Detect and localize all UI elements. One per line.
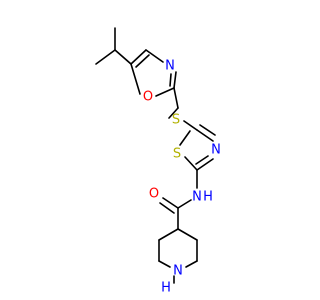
bond xyxy=(177,199,192,209)
bond xyxy=(169,73,172,87)
thiazole-sulfur-label: S xyxy=(173,147,181,162)
atom-labels: O N S S N N H O N H xyxy=(143,59,221,296)
piperidine-nitrogen-label: N xyxy=(173,264,183,279)
bond xyxy=(159,202,175,214)
bond xyxy=(185,260,198,268)
bond xyxy=(155,87,175,97)
oxazole-nitrogen-label: N xyxy=(165,59,175,74)
bond xyxy=(168,107,179,119)
bond xyxy=(196,158,214,171)
bond xyxy=(130,63,141,95)
molecule-structure-diagram: O N S S N N H O N H xyxy=(95,27,221,296)
bond xyxy=(95,49,116,65)
bond xyxy=(114,49,132,65)
bond xyxy=(135,54,150,68)
bonds xyxy=(95,27,216,284)
amide-nitrogen-label: N xyxy=(192,190,202,205)
bond xyxy=(177,228,198,241)
bond xyxy=(130,49,147,65)
bond xyxy=(158,228,179,241)
amide-hydrogen-label: H xyxy=(203,190,213,205)
bond xyxy=(179,130,191,146)
carbonyl-oxygen-label: O xyxy=(149,187,159,202)
bond xyxy=(173,71,177,89)
thioether-sulfur-label: S xyxy=(172,113,180,128)
bond xyxy=(162,197,179,209)
oxazole-oxygen-label: O xyxy=(143,90,153,105)
bond xyxy=(183,120,198,131)
bond xyxy=(145,49,164,63)
bond xyxy=(199,124,216,136)
bond xyxy=(158,260,171,268)
piperidine-hydrogen-label: H xyxy=(161,281,171,296)
thiazole-nitrogen-label: N xyxy=(211,143,221,158)
bond xyxy=(195,155,209,165)
bond xyxy=(184,156,198,171)
bond xyxy=(196,129,214,142)
bond xyxy=(173,87,179,109)
